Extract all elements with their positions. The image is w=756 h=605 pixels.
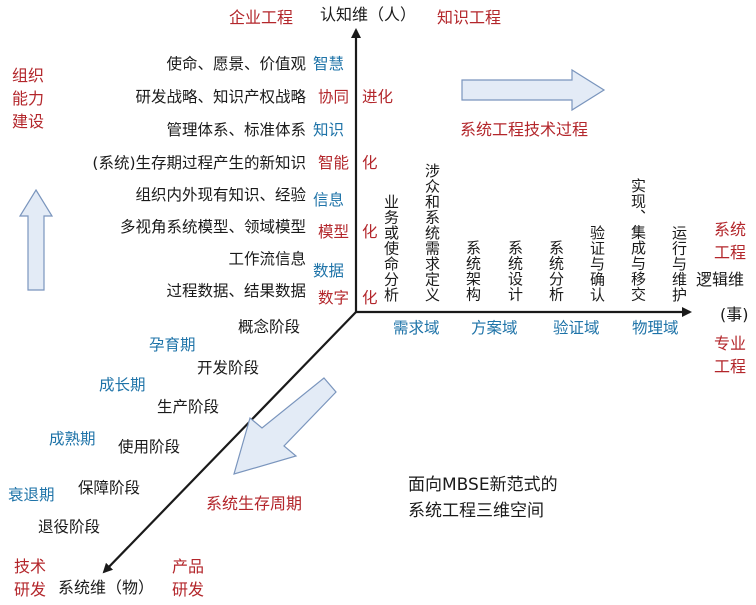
lifecycle-stage: 生产阶段 bbox=[157, 398, 220, 416]
lifecycle-period: 成长期 bbox=[99, 376, 146, 394]
evo-intelligent: 智能 bbox=[318, 154, 350, 172]
evo-hua-2: 化 bbox=[362, 223, 378, 241]
cognitive-item: 使命、愿景、价值观 bbox=[166, 55, 306, 73]
enterprise-engineering-label: 企业工程 bbox=[229, 8, 294, 27]
horizontal-axis-label: 逻辑维 bbox=[696, 270, 745, 289]
block-arrow-right bbox=[461, 68, 606, 112]
evo-evolve: 进化 bbox=[362, 88, 394, 106]
domain-label: 需求域 bbox=[393, 319, 440, 337]
product-rd-label: 产品 研发 bbox=[172, 557, 205, 600]
cognitive-item: 研发战略、知识产权战略 bbox=[135, 88, 306, 106]
block-arrow-up bbox=[18, 188, 54, 291]
cognitive-item: 多视角系统模型、领域模型 bbox=[119, 218, 306, 236]
process-column: 系统架构 bbox=[464, 240, 482, 302]
systems-engineering-label: 系统 工程 bbox=[714, 220, 747, 263]
vertical-axis-label: 认知维（人） bbox=[320, 5, 417, 24]
process-column: 系统设计 bbox=[506, 240, 524, 302]
evo-hua-1: 化 bbox=[362, 154, 378, 172]
evo-model: 模型 bbox=[318, 223, 350, 241]
process-column: 实现、集成与移交 bbox=[629, 178, 647, 302]
evo-hua-3: 化 bbox=[362, 289, 378, 307]
block-arrow-down-left bbox=[233, 377, 337, 475]
lifecycle-stage: 概念阶段 bbox=[238, 318, 301, 336]
knowledge-engineering-label: 知识工程 bbox=[437, 8, 502, 27]
evo-wisdom: 智慧 bbox=[313, 55, 345, 73]
cognitive-item: (系统)生存期过程产生的新知识 bbox=[92, 154, 306, 172]
lifecycle-stage: 使用阶段 bbox=[118, 438, 181, 456]
evo-knowledge: 知识 bbox=[313, 121, 345, 139]
org-capability-label: 组织 能力 建设 bbox=[12, 66, 45, 132]
cognitive-item: 过程数据、结果数据 bbox=[166, 282, 306, 300]
evo-synergy: 协同 bbox=[318, 88, 350, 106]
lifecycle-stage: 退役阶段 bbox=[38, 518, 101, 536]
process-title: 系统工程技术过程 bbox=[460, 120, 589, 139]
lifecycle-period: 孕育期 bbox=[149, 336, 196, 354]
diagonal-axis bbox=[102, 311, 357, 574]
domain-label: 验证域 bbox=[553, 319, 600, 337]
domain-label: 物理域 bbox=[632, 319, 679, 337]
process-column: 涉众和系统需求定义 bbox=[423, 162, 441, 303]
domain-label: 方案域 bbox=[471, 319, 518, 337]
tech-rd-label: 技术 研发 bbox=[14, 557, 47, 600]
evo-digital: 数字 bbox=[318, 289, 350, 307]
cognitive-item: 管理体系、标准体系 bbox=[166, 121, 306, 139]
process-column: 业务或使命分析 bbox=[382, 193, 400, 303]
lifecycle-period: 衰退期 bbox=[8, 486, 55, 504]
lifecycle-title: 系统生存周期 bbox=[206, 494, 303, 513]
evo-data: 数据 bbox=[313, 262, 345, 280]
evo-information: 信息 bbox=[313, 191, 345, 209]
lifecycle-stage: 保障阶段 bbox=[78, 479, 141, 497]
specialty-engineering-label: 专业 工程 bbox=[714, 334, 747, 377]
process-column: 运行与维护 bbox=[670, 224, 688, 303]
process-column: 验证与确认 bbox=[588, 224, 606, 303]
diagram-caption: 面向MBSE新范式的 系统工程三维空间 bbox=[408, 475, 558, 522]
diagonal-axis-label: 系统维（物） bbox=[58, 578, 155, 597]
lifecycle-period: 成熟期 bbox=[49, 430, 96, 448]
cognitive-item: 工作流信息 bbox=[228, 250, 306, 268]
cognitive-item: 组织内外现有知识、经验 bbox=[135, 186, 306, 204]
process-column: 系统分析 bbox=[547, 240, 565, 302]
lifecycle-stage: 开发阶段 bbox=[197, 359, 260, 377]
horizontal-axis-label-2: (事) bbox=[720, 305, 749, 324]
